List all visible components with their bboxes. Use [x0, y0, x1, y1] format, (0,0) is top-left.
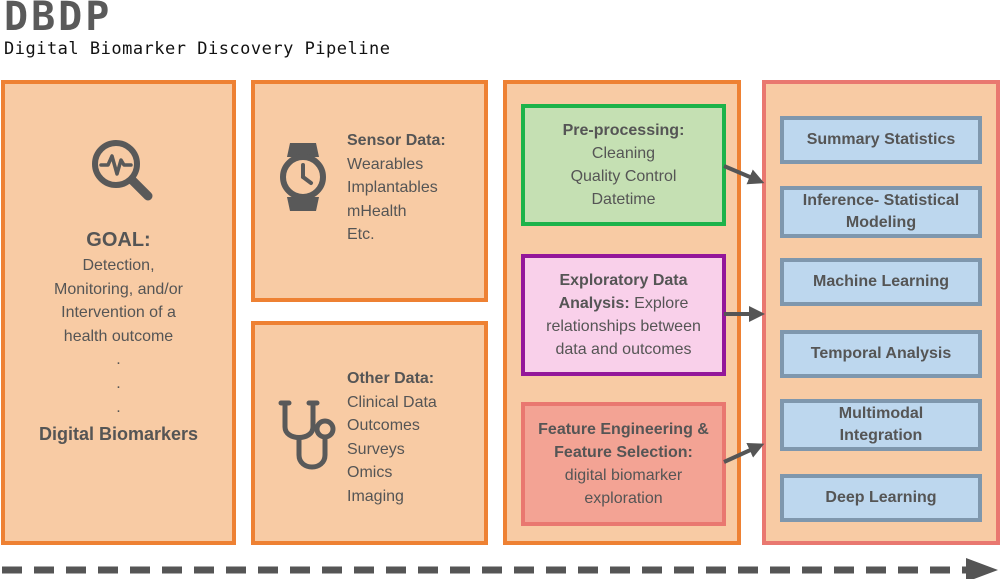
method-summary-statistics: Summary Statistics [780, 116, 982, 164]
ellipsis-dot: . [116, 399, 121, 416]
sensor-item: Etc. [347, 226, 375, 243]
goal-heading: GOAL: [86, 229, 151, 251]
eda-box: Exploratory Data Analysis: Explore relat… [521, 254, 726, 376]
goal-line: Monitoring, and/or [54, 280, 183, 298]
goal-footer: Digital Biomarkers [38, 424, 199, 444]
preprocessing-line: Datetime [591, 191, 656, 208]
ellipsis-dot: . [116, 351, 121, 368]
other-heading: Other Data: [347, 370, 435, 387]
eda-line: relationships between [546, 318, 701, 335]
eda-line: Analysis: Explore [559, 292, 689, 315]
method-temporal-analysis: Temporal Analysis [780, 330, 982, 378]
feature-line: Feature Engineering & [538, 421, 709, 438]
method-machine-learning: Machine Learning [780, 258, 982, 306]
stethoscope-icon [278, 400, 336, 470]
other-item: Omics [347, 464, 393, 481]
preprocessing-line: Quality Control [570, 168, 677, 185]
eda-bold-text: Analysis: [558, 295, 630, 312]
eda-text: Explore [629, 295, 689, 312]
eda-line: data and outcomes [555, 341, 692, 358]
other-item: Outcomes [347, 417, 420, 434]
page-title: DBDP [4, 0, 113, 40]
eda-line: Exploratory Data [559, 272, 688, 289]
other-item: Imaging [347, 487, 404, 505]
feature-line: digital biomarker [564, 467, 683, 484]
feature-box: Feature Engineering & Feature Selection:… [521, 402, 726, 526]
other-item: Surveys [347, 440, 405, 458]
preprocessing-line: Cleaning [591, 145, 656, 162]
sensor-item: mHealth [347, 202, 407, 220]
sensor-item: Implantables [347, 179, 438, 196]
preprocessing-heading: Pre-processing: [562, 122, 685, 139]
other-data-panel: Other Data: Clinical Data Outcomes Surve… [251, 321, 488, 545]
preprocessing-box: Pre-processing: Cleaning Quality Control… [521, 104, 726, 226]
goal-line: Intervention of a [61, 304, 176, 321]
sensor-data-panel: Sensor Data: Wearables Implantables mHea… [251, 80, 488, 302]
ellipsis-dot: . [116, 375, 121, 392]
feature-line: exploration [584, 490, 663, 507]
page-subtitle: Digital Biomarker Discovery Pipeline [4, 39, 391, 59]
goal-line: health outcome [63, 327, 174, 345]
goal-line: Detection, [82, 257, 155, 274]
timeline-arrowhead [966, 558, 998, 579]
sensor-heading: Sensor Data: [347, 132, 446, 149]
sensor-item: Wearables [347, 155, 424, 173]
processing-panel: Pre-processing: Cleaning Quality Control… [503, 80, 741, 545]
methods-panel: Summary Statistics Inference- Statistica… [762, 80, 1000, 545]
other-item: Clinical Data [347, 393, 437, 411]
method-inference-statistical-modeling: Inference- Statistical Modeling [780, 186, 982, 238]
goal-panel: GOAL: Detection, Monitoring, and/or Inte… [1, 80, 236, 545]
smartwatch-icon [280, 143, 326, 211]
magnifier-heartbeat-icon [92, 140, 153, 201]
feature-line: Feature Selection: [554, 444, 693, 461]
method-deep-learning: Deep Learning [780, 474, 982, 522]
method-multimodal-integration: Multimodal Integration [780, 399, 982, 451]
